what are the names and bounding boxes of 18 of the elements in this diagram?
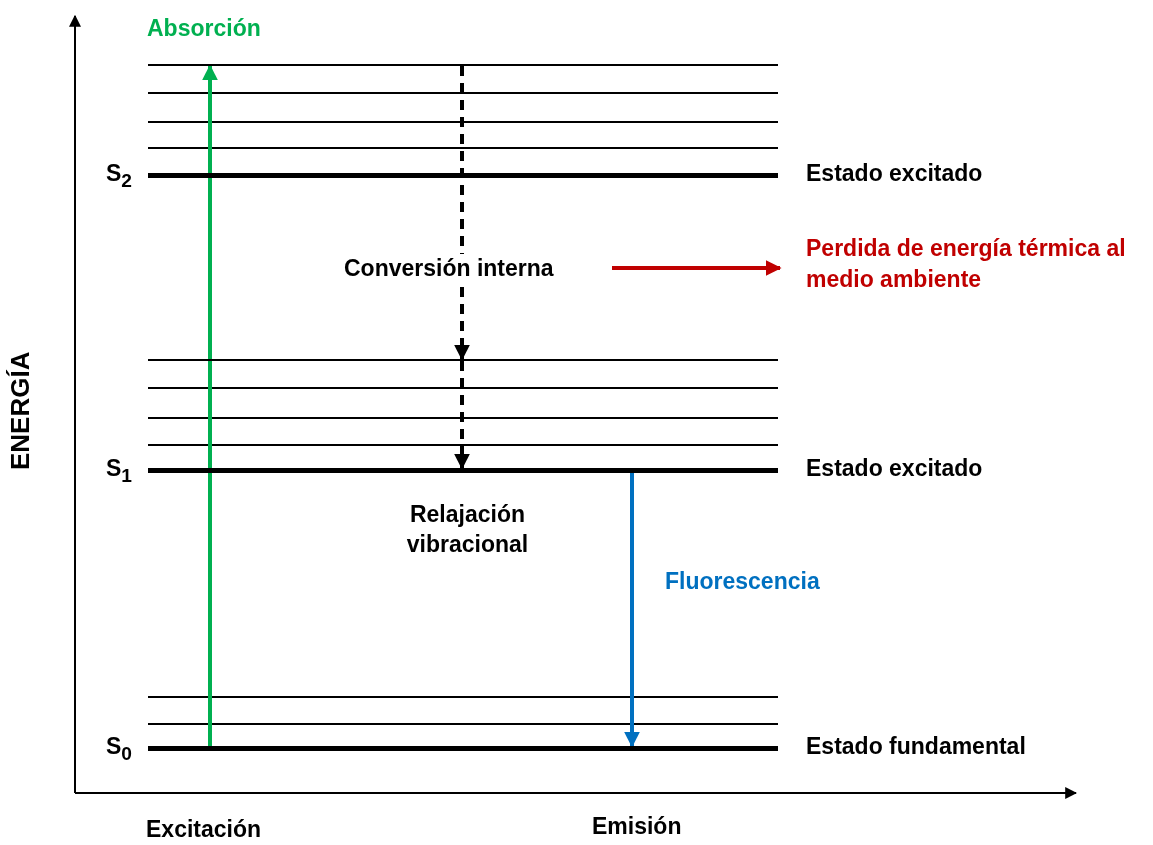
- state-label: Estado excitado: [806, 159, 983, 188]
- heat-loss-text: Perdida de energía térmica al medio ambiente: [806, 233, 1126, 297]
- arrow: [624, 473, 640, 748]
- vibrational-level-line: [148, 64, 778, 66]
- arrow: [612, 260, 782, 276]
- state-label: Estado fundamental: [806, 732, 1026, 761]
- state-symbol: S$_{2}$: [106, 159, 132, 193]
- arrow: [454, 66, 470, 361]
- state-label: Estado excitado: [806, 454, 983, 483]
- axis-label: Emisión: [592, 812, 682, 841]
- process-label: Relajación vibracional: [405, 500, 530, 559]
- axis-label: ENERGÍA: [4, 351, 36, 470]
- arrow: [454, 361, 470, 470]
- state-symbol: S$_{1}$: [106, 454, 132, 488]
- state-symbol: S$_{0}$: [106, 732, 132, 766]
- axis-label: Excitación: [146, 815, 262, 844]
- vibrational-level-line: [148, 359, 778, 361]
- arrow: [202, 64, 218, 746]
